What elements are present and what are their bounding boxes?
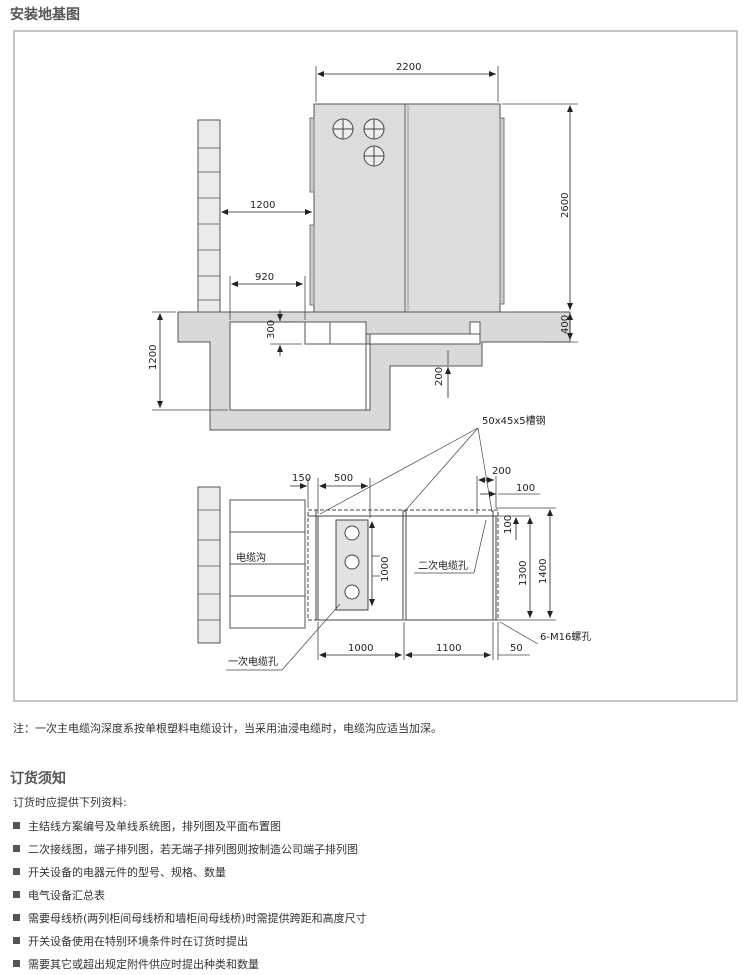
requirements-list: 主结线方案编号及单线系统图，排列图及平面布置图 二次接线图，端子排列图，若无端子…	[13, 814, 367, 975]
dim-50: 50	[510, 643, 523, 654]
dim-200-top: 200	[492, 466, 511, 477]
label-bolt-holes: 6-M16螺孔	[540, 631, 591, 643]
cabinet-circle	[332, 118, 354, 140]
dim-200-vertical: 200	[434, 367, 445, 386]
list-item: 二次接线图，端子排列图，若无端子排列图则按制造公司端子排列图	[13, 837, 367, 860]
dim-100-horizontal: 100	[516, 483, 535, 494]
dim-400: 400	[560, 315, 571, 334]
bullet-square-icon	[13, 937, 20, 944]
dim-2200: 2200	[396, 62, 421, 73]
dim-1400: 1400	[538, 559, 549, 584]
dim-1000-horizontal: 1000	[348, 643, 373, 654]
cabinet-circle	[363, 118, 385, 140]
list-item: 主结线方案编号及单线系统图，排列图及平面布置图	[13, 814, 367, 837]
dim-100-vertical: 100	[503, 515, 514, 534]
bullet-square-icon	[13, 845, 20, 852]
label-channel-steel: 50x45x5槽钢	[482, 414, 546, 427]
cabinet-circle	[363, 145, 385, 167]
label-secondary-cable-hole: 二次电缆孔	[418, 559, 468, 572]
list-item: 开关设备的电器元件的型号、规格、数量	[13, 860, 367, 883]
list-item: 需要母线桥(两列柜间母线桥和墙柜间母线桥)时需提供跨距和高度尺寸	[13, 906, 367, 929]
bullet-square-icon	[13, 914, 20, 921]
label-primary-cable-hole: 一次电缆孔	[228, 655, 278, 668]
switchgear-cabinet	[309, 103, 505, 313]
section-title-installation: 安装地基图	[10, 7, 80, 23]
plan-view: 电缆沟 150 500 1000 50x45x5槽钢	[197, 414, 591, 671]
list-item: 需要其它或超出规定附件供应时提出种类和数量	[13, 952, 367, 975]
dim-1200-vertical: 1200	[148, 345, 159, 370]
bullet-square-icon	[13, 891, 20, 898]
list-item: 电气设备汇总表	[13, 883, 367, 906]
label-cable-trench: 电缆沟	[236, 551, 266, 564]
dim-300: 300	[266, 320, 277, 339]
dim-1200-horizontal: 1200	[250, 200, 275, 211]
ordering-intro: 订货时应提供下列资料:	[13, 796, 127, 809]
section-title-ordering: 订货须知	[10, 771, 66, 787]
dim-500: 500	[334, 473, 353, 484]
side-elevation-view: 2200 2600 400 1200 920 300 1200 200	[148, 62, 578, 431]
dim-1100: 1100	[436, 643, 461, 654]
list-item: 开关设备使用在特别环境条件时在订货时提出	[13, 929, 367, 952]
wall-bricks	[197, 119, 221, 313]
bullet-square-icon	[13, 822, 20, 829]
dim-1300: 1300	[518, 561, 529, 586]
dim-920: 920	[255, 272, 274, 283]
bullet-square-icon	[13, 868, 20, 875]
dim-2600: 2600	[560, 193, 571, 218]
dim-1000-vertical: 1000	[380, 557, 391, 582]
footnote: 注：一次主电缆沟深度系按单根塑料电缆设计，当采用油浸电缆时，电缆沟应适当加深。	[13, 722, 442, 735]
dim-150: 150	[292, 473, 311, 484]
bullet-square-icon	[13, 960, 20, 967]
